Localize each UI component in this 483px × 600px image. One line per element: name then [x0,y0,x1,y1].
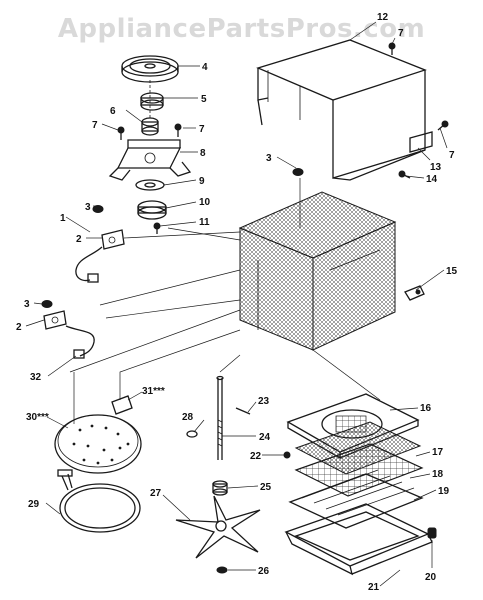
callout-3c: 3 [24,299,30,310]
callout-10: 10 [199,197,211,208]
callout-19: 19 [438,486,450,497]
nut-parts [41,168,304,308]
callout-21: 21 [368,582,380,593]
callout-17: 17 [432,447,444,458]
callout-25: 25 [260,482,272,493]
leader-lines [25,21,448,587]
callout-2a: 2 [76,234,82,245]
callout-13: 13 [430,162,442,173]
watermark-text: AppliancePartsPros.com [57,14,426,44]
coupling-part [137,200,167,220]
callout-22: 22 [250,451,262,462]
pulley-part [121,55,179,83]
rack-19-part [288,469,424,529]
bearing-part [141,80,159,136]
thermostat-upper-part [101,229,125,250]
callout-9: 9 [199,176,205,187]
callout-27: 27 [150,488,162,499]
stud-22-part [283,451,291,459]
callout-23: 23 [258,396,270,407]
callout-5: 5 [201,94,207,105]
clip-31-part [111,395,133,415]
callout-15: 15 [446,266,458,277]
drip-tray-part [284,503,433,576]
callout-7d: 7 [449,150,455,161]
callout-12: 12 [377,12,389,23]
callout-6: 6 [110,106,116,117]
callout-32: 32 [30,372,42,383]
callout-3b: 3 [85,202,91,213]
callout-24: 24 [259,432,271,443]
wire-harness-32-part [65,325,95,359]
callout-7b: 7 [199,124,205,135]
grommet-28-part [186,430,198,438]
oven-liner-part [238,191,397,351]
bushing-25-part [212,480,228,496]
callout-20: 20 [425,572,437,583]
thermostat-lower-part [43,310,67,330]
callout-4: 4 [202,62,208,73]
callout-14: 14 [426,174,438,185]
washer-part [135,179,165,191]
callout-18: 18 [432,469,444,480]
motor-bracket-part [108,139,192,181]
heating-element-part [57,469,141,533]
callout-28: 28 [182,412,194,423]
callout-31: 31*** [142,386,165,397]
bracket-13-part [409,131,433,153]
callout-7c: 7 [398,28,404,39]
callout-7a: 7 [92,120,98,131]
hub-part [140,92,164,111]
callout-2b: 2 [16,322,22,333]
callout-30: 30*** [26,412,49,423]
nut-26-part [216,566,228,574]
screw-14-part [398,170,411,179]
foot-20-part [427,527,437,539]
callout-labels: 4 5 6 7 7 8 9 10 11 12 7 7 13 14 3 3 2 1… [16,12,458,593]
wire-harness-part [75,246,103,283]
callout-16: 16 [420,403,432,414]
callout-11: 11 [199,217,210,228]
callout-1: 1 [60,213,66,224]
callout-8: 8 [200,148,206,159]
screw-11-part [153,222,161,234]
outer-cabinet-part [256,39,427,181]
rod-part [216,375,224,460]
heater-plate-part [54,414,142,474]
callout-26: 26 [258,566,270,577]
callout-3a: 3 [266,153,272,164]
sensor-15-part [404,285,425,301]
callout-29: 29 [28,499,40,510]
pin-23-part [235,407,251,415]
stirrer-fan-part [175,495,261,559]
screw-parts [117,42,449,140]
